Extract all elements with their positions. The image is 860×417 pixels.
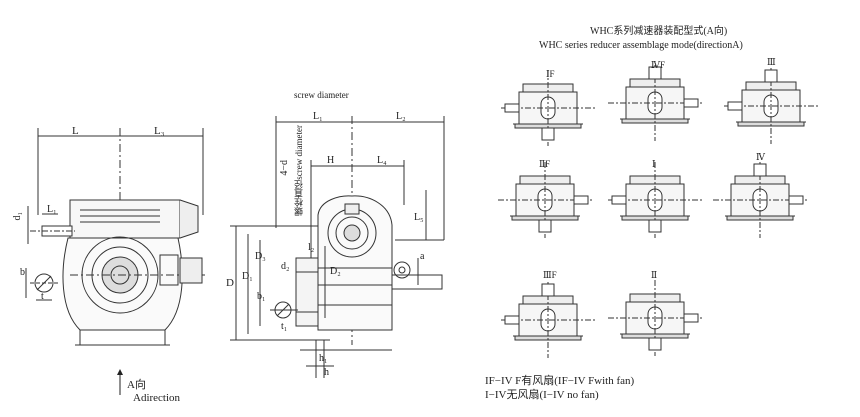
title-chinese: WHC系列减速器装配型式(A向) xyxy=(590,26,728,37)
screw-diameter-label: screw diameter xyxy=(294,90,349,100)
mode-ii-diagram xyxy=(608,280,702,356)
dim-l3: L₃ xyxy=(154,125,165,137)
mode-label-iiif: ⅢF xyxy=(543,270,557,280)
middle-reducer-view xyxy=(230,116,445,378)
mode-label-if: ⅠF xyxy=(546,69,555,79)
dim-l1-mid: L₁ xyxy=(313,111,323,122)
mode-i-diagram xyxy=(608,162,702,238)
dim-l5: L₅ xyxy=(414,212,424,223)
mode-iiif-diagram xyxy=(501,282,595,358)
dim-d: D xyxy=(226,277,234,289)
legend-with-fan: IF−IV F有风扇(IF−IV Fwith fan) xyxy=(485,375,635,387)
mode-diagrams xyxy=(498,65,818,358)
dim-l2: L₂ xyxy=(396,111,406,122)
left-reducer-view xyxy=(25,128,205,346)
title-english: WHC series reducer assemblage mode(direc… xyxy=(539,40,743,51)
mode-label-ii: Ⅱ xyxy=(651,270,658,280)
mode-ivf-diagram xyxy=(608,65,702,141)
dim-h1: h₁ xyxy=(319,353,328,364)
dim-l: L xyxy=(72,125,79,137)
dim-h-top: H xyxy=(327,155,335,166)
mode-iv-diagram xyxy=(713,162,807,238)
arrow-label-cn: A向 xyxy=(127,379,146,391)
dim-l4: L₄ xyxy=(377,155,387,166)
dim-h: h xyxy=(324,367,329,378)
mode-label-ivf: ⅣF xyxy=(651,60,665,70)
dim-b1: b₁ xyxy=(257,291,266,302)
dim-t1: t₁ xyxy=(281,321,288,332)
dim-d3: D₃ xyxy=(255,251,266,262)
dim-l2-small: l₂ xyxy=(308,242,315,253)
dim-d1: d₁ xyxy=(12,212,23,221)
screw-diameter-vertical: 螺栓直径screw diameter xyxy=(294,125,304,216)
dim-d2-small: d₂ xyxy=(281,261,290,272)
mode-iii-diagram xyxy=(724,68,818,144)
dim-l1-left: L₁ xyxy=(47,204,57,215)
dim-d2-big: D₂ xyxy=(330,266,341,277)
dim-t: t xyxy=(41,291,44,302)
mode-iif-diagram xyxy=(498,162,592,238)
mode-label-iv: Ⅳ xyxy=(756,152,765,162)
mode-label-iii: Ⅲ xyxy=(767,57,776,67)
dim-d1-mid: D₁ xyxy=(242,271,253,282)
mode-label-i: Ⅰ xyxy=(652,159,656,169)
mode-label-iif: ⅡF xyxy=(539,159,551,169)
dim-b: b xyxy=(20,267,25,278)
mode-if-diagram xyxy=(501,70,595,146)
legend-no-fan: I−IV无风扇(I−IV no fan) xyxy=(485,389,599,401)
dim-a: a xyxy=(420,251,425,262)
dim-4-d: 4−d xyxy=(279,160,290,176)
arrow-label-en: Adirection xyxy=(133,392,181,404)
